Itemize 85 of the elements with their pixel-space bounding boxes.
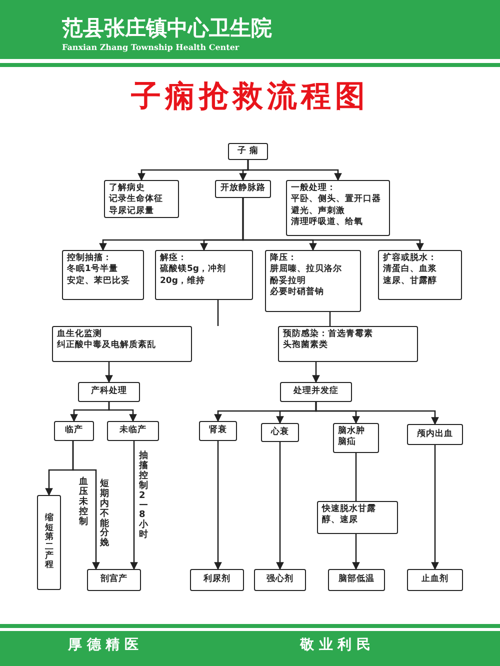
process-box xyxy=(199,421,237,441)
box-text: 导尿记尿量 xyxy=(109,206,155,218)
process-box xyxy=(286,180,390,236)
process-box xyxy=(407,424,463,445)
box-text: 颅内出血 xyxy=(417,428,453,440)
header-title: 范县张庄镇中心卫生院 xyxy=(62,14,272,42)
box-text: 避光、声刺激 xyxy=(291,206,346,216)
box-text: 利尿剂 xyxy=(204,574,230,586)
slogan-text: 厚 德 精 医 xyxy=(68,636,139,654)
process-box xyxy=(104,180,179,218)
arrow xyxy=(72,441,100,570)
arrow xyxy=(312,362,320,383)
box-text: 快速脱水甘露醇、速尿 xyxy=(322,504,377,527)
process-box xyxy=(254,569,306,591)
box-text: 心衰 xyxy=(271,426,289,438)
arrow xyxy=(315,402,439,425)
box-text: 肼屈嗪、拉贝洛尔 xyxy=(270,264,343,276)
box-text: 一般处理： xyxy=(291,183,337,194)
box-text: 肾衰 xyxy=(209,425,227,437)
process-box xyxy=(333,423,379,453)
box-text: 子 痫 xyxy=(238,146,258,158)
process-box xyxy=(280,382,352,402)
process-box xyxy=(328,569,385,591)
process-box xyxy=(261,423,299,442)
process-box xyxy=(62,250,144,300)
arrow xyxy=(431,445,439,570)
header-subtitle: Fanxian Zhang Township Health Center xyxy=(62,42,240,52)
box-text: 纠正酸中毒及电解质紊乱 xyxy=(57,340,157,352)
edge-label: 血压未控制 xyxy=(79,478,88,528)
process-box xyxy=(78,382,140,402)
box-text: 止血剂 xyxy=(422,574,448,586)
slogan-text: 敬 业 利 民 xyxy=(300,636,371,654)
box-text: 开放静脉路 xyxy=(220,183,266,195)
box-text: 硫酸镁5g，冲剂20g，维持 xyxy=(160,264,226,288)
box-text: 临产 xyxy=(65,425,83,437)
process-box xyxy=(155,250,253,300)
arrow xyxy=(276,442,284,570)
box-text: 预防感染：首选青霉素头孢菌素类 xyxy=(283,329,373,352)
process-box xyxy=(407,569,463,591)
box-text: 降压： xyxy=(270,253,298,264)
process-box xyxy=(317,501,398,534)
box-text: 脑水肿 xyxy=(338,426,366,436)
box-text: 未临产 xyxy=(120,425,146,437)
box-text: 了解病史 xyxy=(109,183,146,194)
box-text: 产科处理 xyxy=(91,386,127,398)
box-text: 清蛋白、血浆 xyxy=(383,264,438,276)
box-text: 必要时硝普钠 xyxy=(270,287,325,299)
box-text: 解痉： xyxy=(160,253,188,264)
box-text: 剖宫产 xyxy=(100,574,128,586)
box-text: 血生化监测 xyxy=(57,329,103,340)
edge-label: 抽搐控制2—8小时 xyxy=(139,452,148,542)
box-text: 记录生命体征 xyxy=(109,194,164,206)
arrow xyxy=(242,198,424,251)
box-text: 平卧、侧头、置开口器 xyxy=(291,194,382,206)
arrow xyxy=(108,402,137,422)
arrow xyxy=(352,534,360,570)
process-box xyxy=(107,421,159,441)
annotation-text: 短期内不能分娩 xyxy=(100,480,109,550)
process-box xyxy=(54,421,94,441)
arrow xyxy=(247,160,342,181)
arrow xyxy=(105,362,113,383)
box-text: 清理呼吸道、给氧 xyxy=(291,217,364,229)
box-text: 控制抽搐： xyxy=(67,253,113,264)
arrow xyxy=(214,441,222,570)
process-box xyxy=(215,180,271,198)
box-text: 速尿、甘露醇 xyxy=(383,276,438,288)
process-box xyxy=(378,250,462,300)
box-text: 冬眠1号半量 xyxy=(67,264,119,276)
box-text: 缩短第二产程 xyxy=(44,514,54,571)
box-text: 脑部低温 xyxy=(338,574,374,586)
box-text: 扩容或脱水： xyxy=(383,253,438,264)
arrow xyxy=(130,441,138,570)
process-box xyxy=(87,569,141,591)
process-box xyxy=(190,569,244,591)
process-box xyxy=(37,495,61,590)
box-text: 酚妥拉明 xyxy=(270,276,307,286)
box-text: 处理并发症 xyxy=(294,386,338,398)
box-text: 强心剂 xyxy=(266,574,294,586)
box-text: 安定、苯巴比妥 xyxy=(67,276,131,288)
process-box xyxy=(52,326,192,362)
process-box xyxy=(278,326,418,362)
diagram-title: 子痫抢救流程图 xyxy=(130,78,370,116)
process-box xyxy=(265,250,361,312)
process-box xyxy=(228,143,268,160)
box-text: 脑疝 xyxy=(338,437,357,449)
